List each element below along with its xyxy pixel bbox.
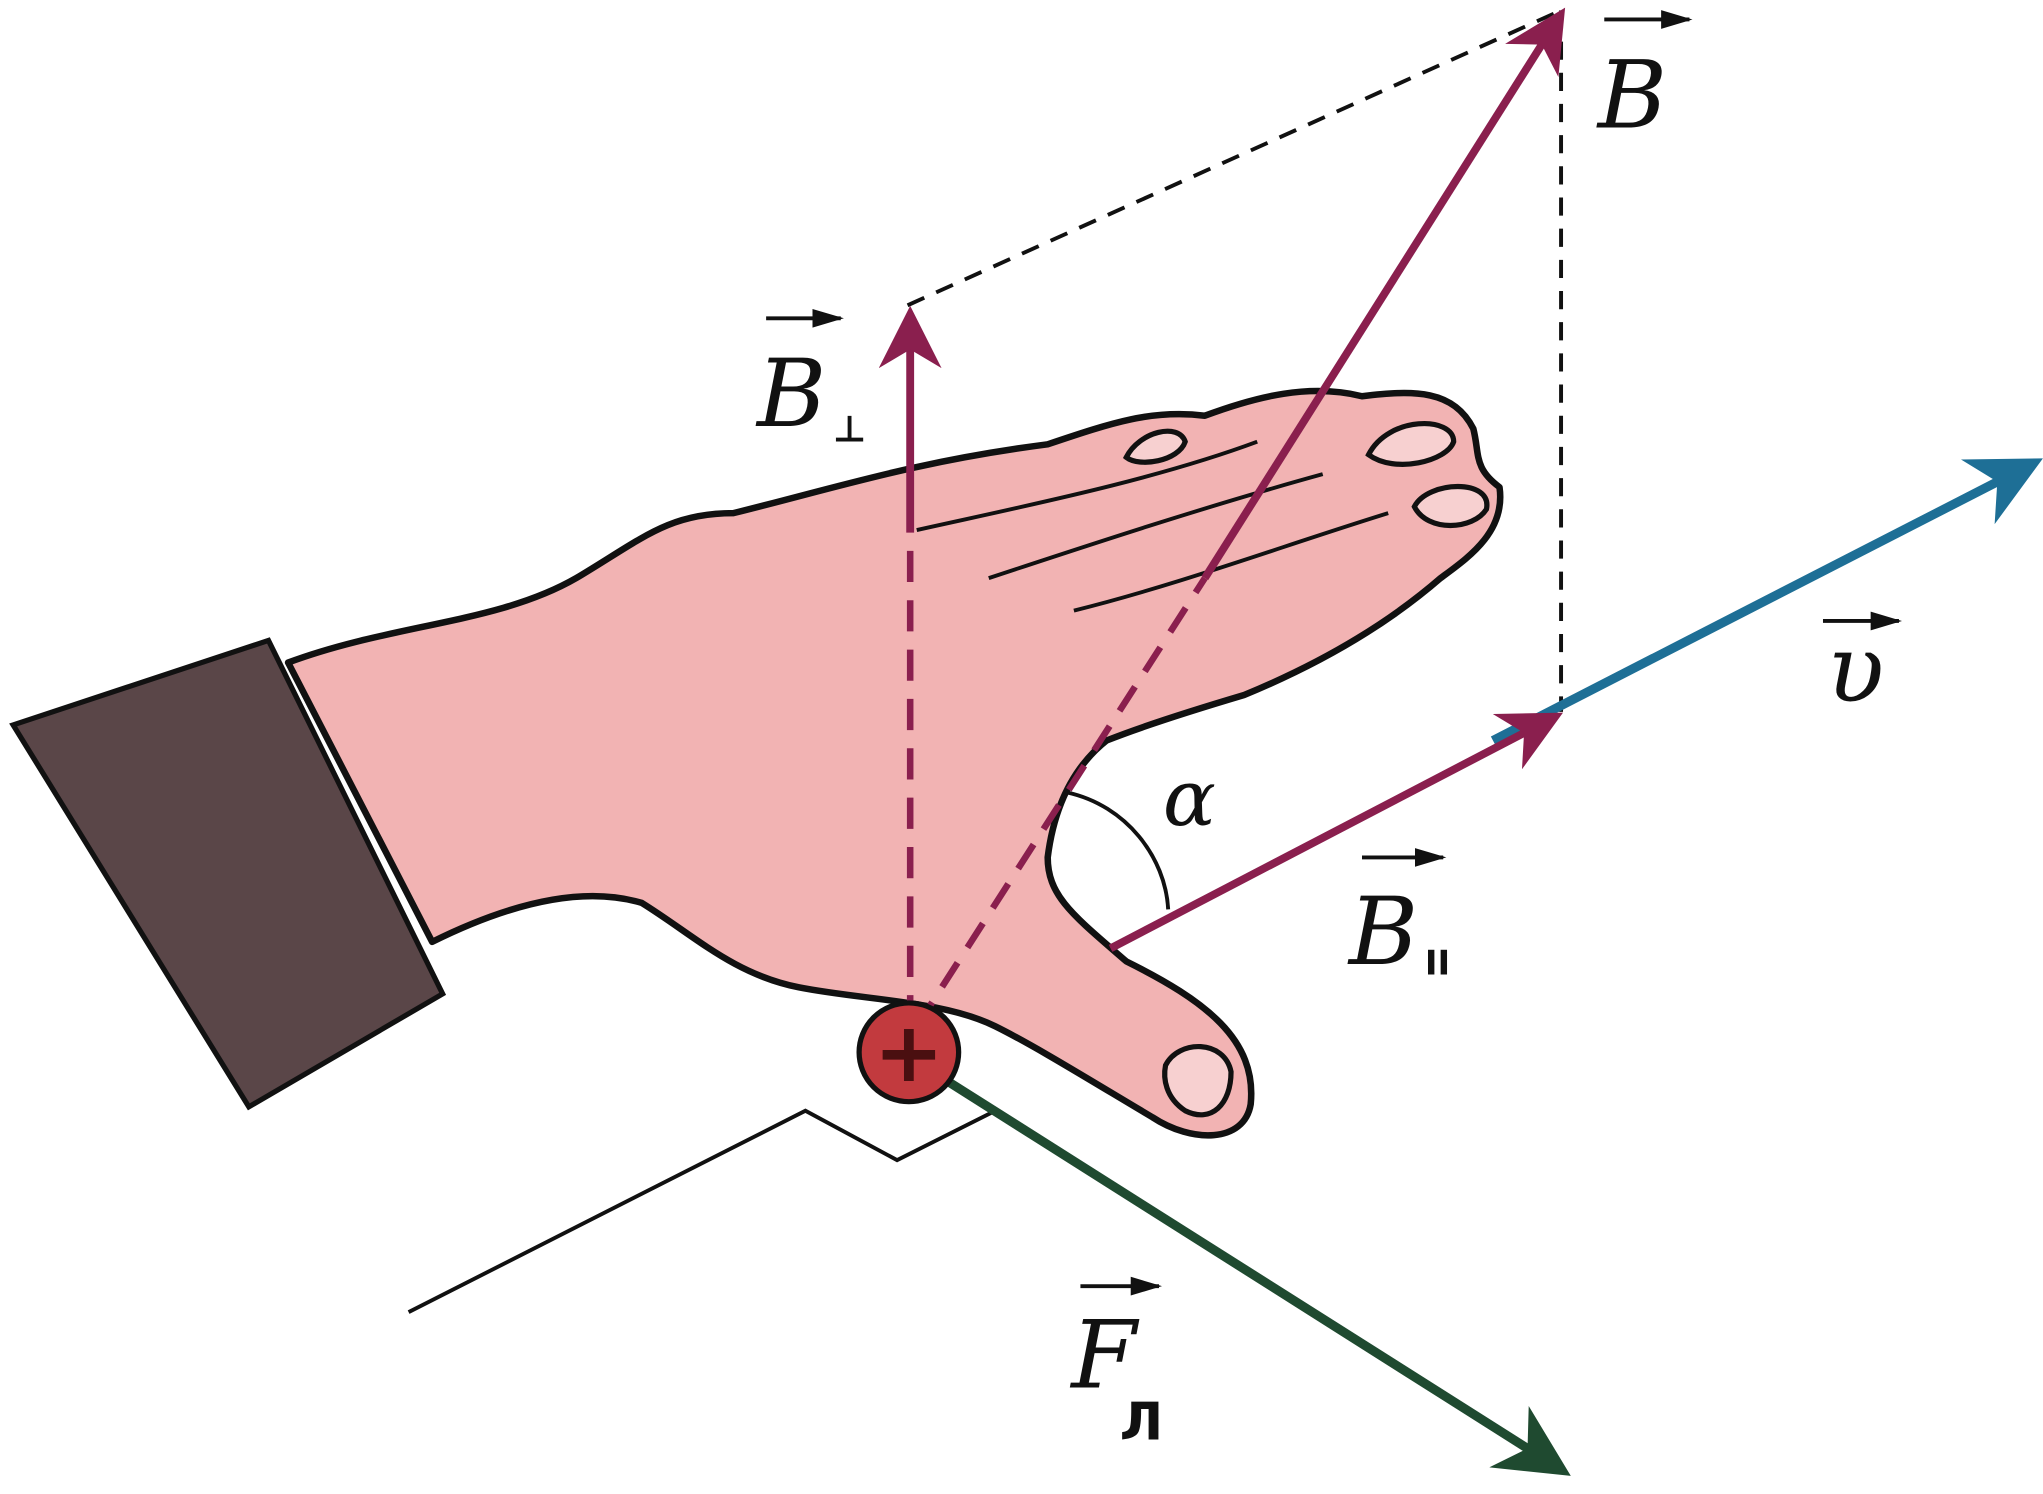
velocity-vector <box>1490 458 2043 745</box>
plane-outline <box>407 1108 997 1314</box>
label-b-par-text: B <box>1347 878 1418 987</box>
label-alpha: α <box>1163 753 1216 844</box>
b-vector-hidden <box>913 576 1208 1029</box>
fingernails <box>1122 421 1490 1118</box>
force-vector <box>940 1074 1571 1476</box>
label-f: F Л <box>1069 1276 1164 1453</box>
b-vector <box>1201 7 1566 581</box>
label-b-parallel: B II <box>1347 848 1450 987</box>
label-b-par-sub: II <box>1425 943 1450 982</box>
label-f-text: F <box>1069 1302 1139 1411</box>
label-b-perp-sub: ⊥ <box>833 408 867 451</box>
label-f-sub: Л <box>1120 1393 1164 1453</box>
finger-lines <box>916 439 1389 613</box>
sleeve <box>9 637 447 1111</box>
positive-charge: + <box>856 1000 962 1105</box>
label-v-text: υ <box>1827 616 1884 725</box>
angle-arc <box>1066 790 1171 910</box>
construction-lines <box>906 8 1564 712</box>
b-parallel-vector <box>1108 712 1564 952</box>
label-b-perp: B ⊥ <box>755 308 867 451</box>
label-b-text: B <box>1596 42 1667 151</box>
label-v: υ <box>1822 611 1903 725</box>
label-b-perp-text: B <box>755 340 826 449</box>
charge-sign: + <box>874 1004 944 1101</box>
label-b: B <box>1596 10 1693 151</box>
